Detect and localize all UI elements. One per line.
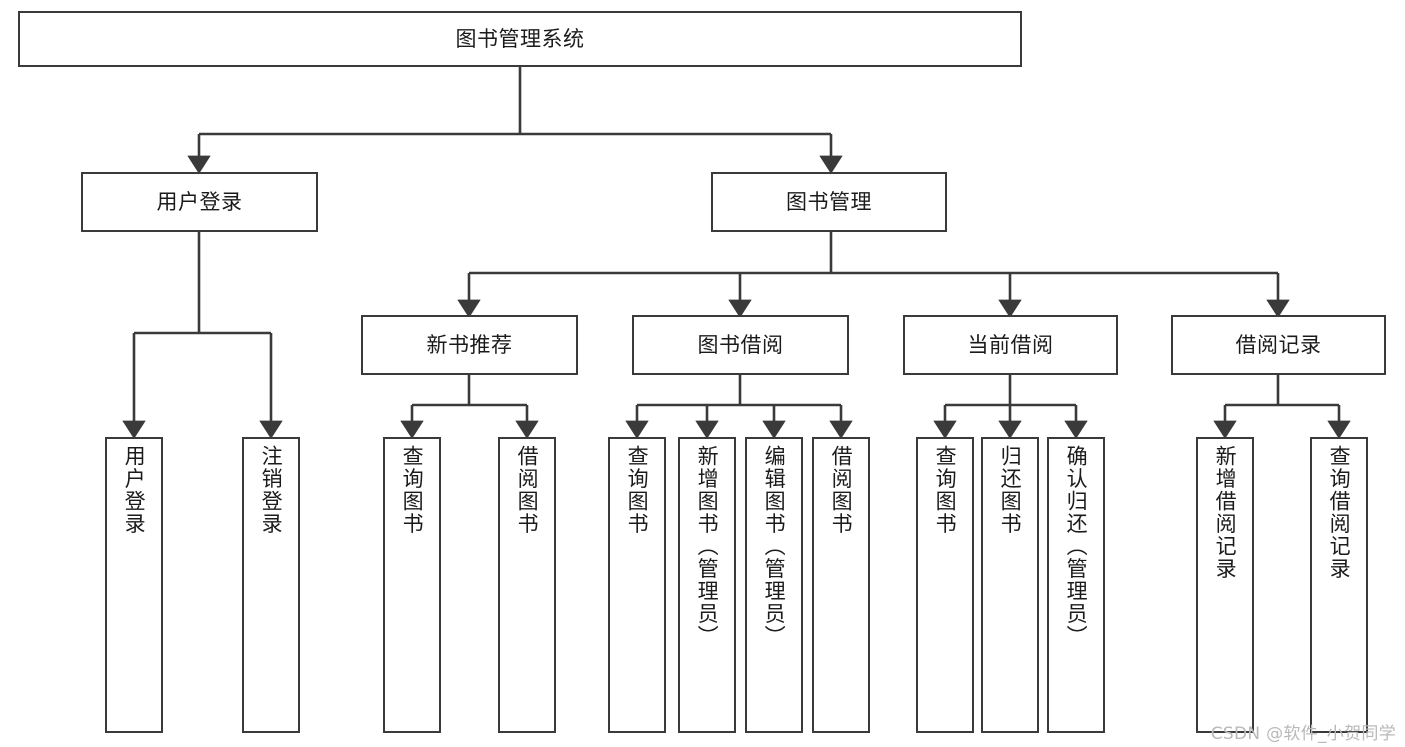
leaf-borrow-record-query-record[interactable]: 查询借阅记录 xyxy=(1310,437,1368,733)
node-label: 图书管理 xyxy=(786,189,872,214)
node-label: 确认归还（管理员） xyxy=(1064,445,1089,648)
node-label: 借阅图书 xyxy=(515,445,540,535)
node-label: 注销登录 xyxy=(259,445,284,535)
node-label: 用户登录 xyxy=(122,445,147,535)
leaf-user-login-login[interactable]: 用户登录 xyxy=(105,437,163,733)
leaf-new-book-query-book[interactable]: 查询图书 xyxy=(383,437,441,733)
leaf-book-borrow-query-book[interactable]: 查询图书 xyxy=(608,437,666,733)
node-label: 查询图书 xyxy=(400,445,425,535)
node-borrow-record[interactable]: 借阅记录 xyxy=(1171,315,1386,375)
node-label: 归还图书 xyxy=(998,445,1023,535)
node-label: 图书借阅 xyxy=(697,332,784,357)
node-book-borrow[interactable]: 图书借阅 xyxy=(632,315,849,375)
node-label: 当前借阅 xyxy=(967,332,1054,357)
leaf-new-book-borrow-book[interactable]: 借阅图书 xyxy=(498,437,556,733)
node-label: 查询借阅记录 xyxy=(1327,445,1352,580)
watermark-text: CSDN @软件_小贺同学 xyxy=(1210,724,1396,744)
node-label: 新书推荐 xyxy=(426,332,513,357)
leaf-book-borrow-borrow-book[interactable]: 借阅图书 xyxy=(812,437,870,733)
node-current-borrow[interactable]: 当前借阅 xyxy=(903,315,1118,375)
leaf-user-login-logout[interactable]: 注销登录 xyxy=(242,437,300,733)
leaf-borrow-record-add-record[interactable]: 新增借阅记录 xyxy=(1196,437,1254,733)
leaf-current-borrow-return-book[interactable]: 归还图书 xyxy=(981,437,1039,733)
leaf-current-borrow-confirm-return-admin[interactable]: 确认归还（管理员） xyxy=(1047,437,1105,733)
node-label: 编辑图书（管理员） xyxy=(762,445,787,648)
node-label: 用户登录 xyxy=(156,189,243,214)
leaf-current-borrow-query-book[interactable]: 查询图书 xyxy=(916,437,974,733)
node-label: 图书管理系统 xyxy=(455,26,585,51)
node-new-book-recommend[interactable]: 新书推荐 xyxy=(361,315,578,375)
node-user-login[interactable]: 用户登录 xyxy=(81,172,318,232)
node-label: 借阅图书 xyxy=(829,445,854,535)
node-label: 新增图书（管理员） xyxy=(695,445,720,648)
leaf-book-borrow-add-book-admin[interactable]: 新增图书（管理员） xyxy=(678,437,736,733)
node-label: 查询图书 xyxy=(933,445,958,535)
node-root-system[interactable]: 图书管理系统 xyxy=(18,11,1022,67)
node-label: 借阅记录 xyxy=(1235,332,1322,357)
node-book-management[interactable]: 图书管理 xyxy=(711,172,947,232)
node-label: 查询图书 xyxy=(625,445,650,535)
leaf-book-borrow-edit-book-admin[interactable]: 编辑图书（管理员） xyxy=(745,437,803,733)
node-label: 新增借阅记录 xyxy=(1213,445,1238,580)
